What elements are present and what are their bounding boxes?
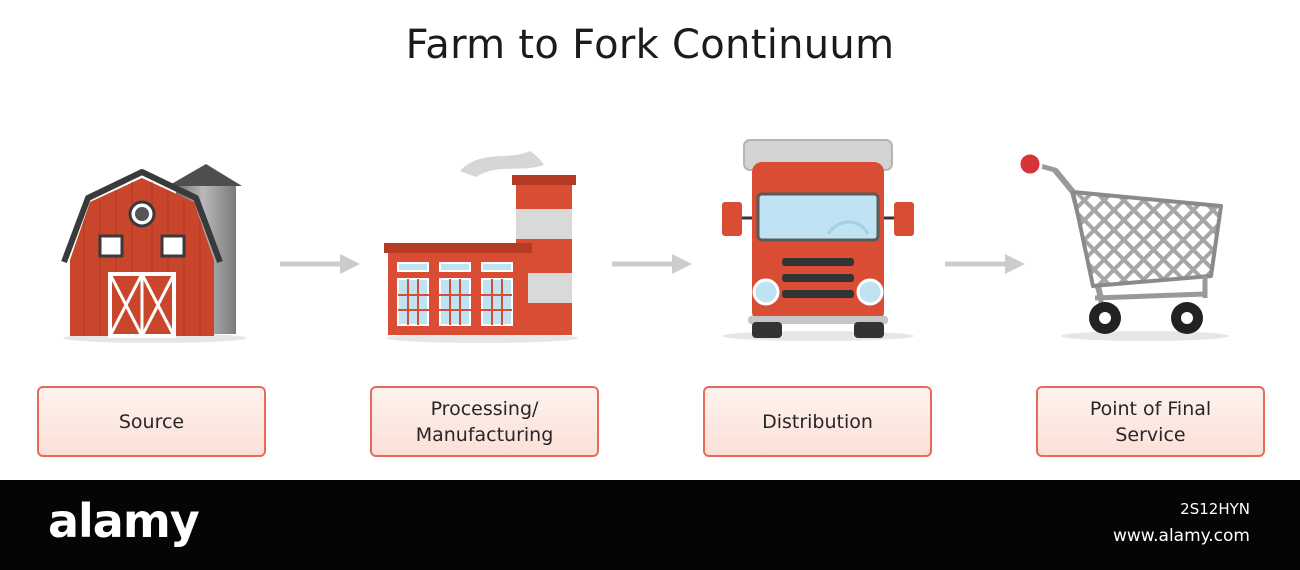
stage-label-box: Distribution: [703, 386, 932, 457]
watermark-bar: alamy 2S12HYN www.alamy.com: [0, 480, 1300, 570]
alamy-logo: alamy: [48, 494, 200, 548]
stage-label-box: Source: [37, 386, 266, 457]
stage-label-processing: Processing/ Manufacturing: [415, 397, 554, 446]
arrow-right-icon: [280, 254, 360, 274]
diagram: Farm to Fork Continuum: [37, 22, 1265, 457]
shopping-cart-icon: [1017, 151, 1229, 341]
barn-silo-icon: [61, 164, 247, 343]
image-id: 2S12HYN: [1180, 500, 1250, 518]
factory-icon: [384, 151, 578, 343]
site-url: www.alamy.com: [1112, 526, 1250, 546]
stage-label-distribution: Distribution: [762, 410, 873, 433]
stage-label-box: Processing/ Manufacturing: [370, 386, 599, 457]
arrow-right-icon: [612, 254, 692, 274]
arrow-right-icon: [945, 254, 1025, 274]
truck-icon: [722, 139, 914, 341]
stage-label-box: Point of Final Service: [1036, 386, 1265, 457]
stage-label-source: Source: [118, 410, 185, 433]
diagram-title: Farm to Fork Continuum: [405, 22, 895, 68]
stage-label-final-service: Point of Final Service: [1089, 397, 1212, 446]
